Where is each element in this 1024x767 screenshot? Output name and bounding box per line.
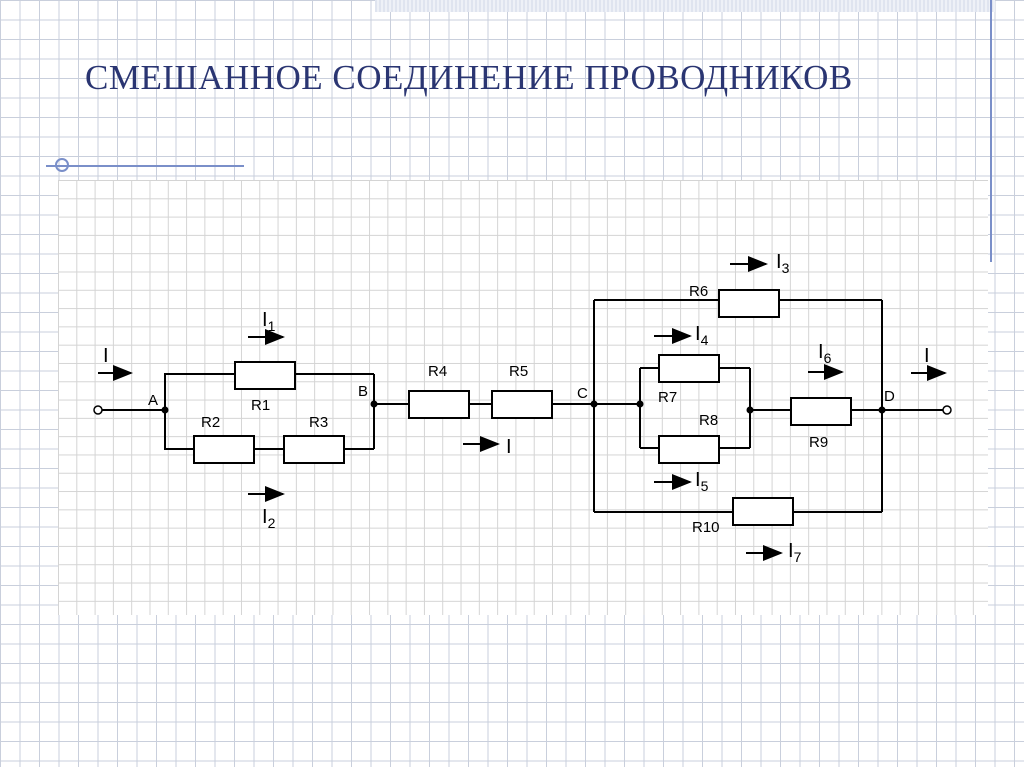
current-i5: I5 bbox=[695, 469, 709, 494]
resistors bbox=[193, 289, 852, 526]
label-r3: R3 bbox=[309, 414, 328, 431]
current-i4: I4 bbox=[695, 323, 709, 348]
resistor-r5 bbox=[491, 390, 553, 419]
label-r10: R10 bbox=[692, 519, 720, 536]
node-label-d: D bbox=[884, 388, 895, 405]
resistor-r7 bbox=[658, 354, 720, 383]
junctions bbox=[93, 400, 952, 415]
node-inner-left-dot bbox=[636, 400, 644, 408]
resistor-labels: R1 R2 R3 R4 R5 R6 R7 R8 R9 R10 bbox=[201, 283, 828, 536]
label-r1: R1 bbox=[251, 397, 270, 414]
current-i6: I6 bbox=[818, 341, 832, 366]
node-label-b: B bbox=[358, 383, 368, 400]
current-i2: I2 bbox=[262, 506, 276, 531]
circuit-svg: A B C D R1 R2 R3 R4 R5 R6 R7 R8 R9 R10 I… bbox=[93, 251, 952, 565]
current-i7: I7 bbox=[788, 540, 802, 565]
slide-title: СМЕШАННОЕ СОЕДИНЕНИЕ ПРОВОДНИКОВ bbox=[85, 58, 853, 97]
current-i1: I1 bbox=[262, 309, 276, 334]
current-i3: I3 bbox=[776, 251, 790, 276]
circuit-diagram: A B C D R1 R2 R3 R4 R5 R6 R7 R8 R9 R10 I… bbox=[58, 180, 988, 615]
resistor-r1 bbox=[234, 361, 296, 390]
title-ornament-icon bbox=[55, 158, 69, 172]
current-i-in: I bbox=[103, 345, 109, 367]
node-a-dot bbox=[161, 406, 169, 414]
resistor-r10 bbox=[732, 497, 794, 526]
node-d-dot bbox=[878, 406, 886, 414]
node-label-c: C bbox=[577, 385, 588, 402]
node-labels: A B C D bbox=[148, 383, 895, 409]
input-terminal bbox=[93, 405, 103, 415]
label-r8: R8 bbox=[699, 412, 718, 429]
current-i-out: I bbox=[924, 345, 930, 367]
currents: I I1 I2 I I3 I4 I5 I6 I7 I bbox=[98, 251, 947, 565]
label-r7: R7 bbox=[658, 389, 677, 406]
label-r6: R6 bbox=[689, 283, 708, 300]
resistor-r6 bbox=[718, 289, 780, 318]
node-label-a: A bbox=[148, 392, 158, 409]
resistor-r4 bbox=[408, 390, 470, 419]
label-r5: R5 bbox=[509, 363, 528, 380]
resistor-r3 bbox=[283, 435, 345, 464]
top-decor-band bbox=[375, 0, 995, 12]
wires bbox=[102, 299, 943, 513]
label-r2: R2 bbox=[201, 414, 220, 431]
label-r4: R4 bbox=[428, 363, 447, 380]
title-underline bbox=[46, 165, 244, 167]
resistor-r2 bbox=[193, 435, 255, 464]
output-terminal bbox=[942, 405, 952, 415]
right-decor-rule bbox=[990, 0, 992, 262]
current-i-mid: I bbox=[506, 436, 512, 458]
resistor-r8 bbox=[658, 435, 720, 464]
node-b-dot bbox=[370, 400, 378, 408]
resistor-r9 bbox=[790, 397, 852, 426]
node-inner-right-dot bbox=[746, 406, 754, 414]
node-c-dot bbox=[590, 400, 598, 408]
label-r9: R9 bbox=[809, 434, 828, 451]
